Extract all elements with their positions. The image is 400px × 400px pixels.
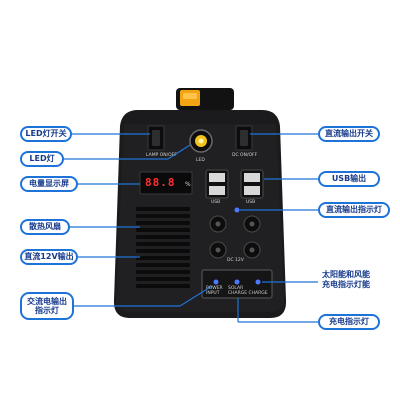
battery-display xyxy=(139,171,193,195)
display-digits: 88.8 xyxy=(145,176,176,189)
callout-solar-wind-charging: 太阳能和风能 充电指示灯能 xyxy=(322,270,370,289)
callout-charging-indicator: 充电指示灯 xyxy=(318,314,380,330)
led-lamp-center xyxy=(198,138,204,144)
callout-dc-output-switch: 直流输出开关 xyxy=(318,126,380,142)
xt60-connector-highlight xyxy=(183,93,197,99)
solar-charge-led xyxy=(234,279,240,285)
callout-dc-output-indicator: 直流输出指示灯 xyxy=(318,202,390,218)
lamp-switch-rocker xyxy=(152,130,160,146)
dc-socket-2-pin xyxy=(249,221,255,227)
display-unit: % xyxy=(185,181,191,188)
dc-socket-4-pin xyxy=(249,247,255,253)
dc-socket-1-pin xyxy=(215,221,221,227)
callout-ac-output-indicator: 交流电输出 指示灯 xyxy=(20,292,74,320)
dc-switch-rocker xyxy=(240,130,248,146)
callout-cooling-fan: 散热风扇 xyxy=(20,219,70,235)
solar-charge-label: SOLAR CHARGE CHARGE xyxy=(228,286,268,296)
led-label: LED xyxy=(196,158,205,163)
callout-battery-display: 电量显示屏 xyxy=(20,176,78,192)
dc-socket-3-pin xyxy=(215,247,221,253)
usb-label-right: USB xyxy=(246,200,256,205)
power-input-led xyxy=(213,279,219,285)
dc-switch-label: DC ON/OFF xyxy=(232,153,258,158)
wind-charge-led xyxy=(255,279,261,285)
callout-led-switch: LED灯开关 xyxy=(20,126,72,142)
usb-port-3[interactable] xyxy=(244,173,260,182)
power-input-label: POWER INPUT xyxy=(206,286,223,296)
callout-led-lamp: LED灯 xyxy=(20,151,64,167)
usb-port-2[interactable] xyxy=(209,186,225,195)
callout-leader-lines xyxy=(62,133,318,323)
callout-usb-output: USB输出 xyxy=(318,171,380,187)
lamp-switch-label: LAMP ON/OFF xyxy=(146,153,177,158)
usb-port-1[interactable] xyxy=(209,173,225,182)
dc12v-label: DC 12V xyxy=(227,258,244,263)
usb-label-left: USB xyxy=(211,200,221,205)
callout-dc12v-output: 直流12V输出 xyxy=(20,249,78,265)
cooling-fan-vents xyxy=(136,207,190,288)
dc-output-indicator-led xyxy=(234,207,240,213)
usb-port-4[interactable] xyxy=(244,186,260,195)
